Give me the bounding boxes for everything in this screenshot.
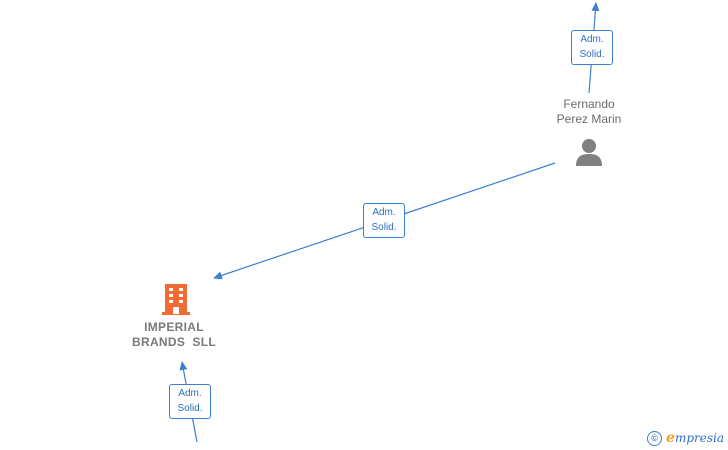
edge-label-middle: Adm. Solid. <box>363 203 405 238</box>
company-name-line1: IMPERIAL <box>144 320 204 334</box>
edge-label-bottom-line2: Solid. <box>177 403 203 414</box>
edge-label-top-line2: Solid. <box>579 49 605 60</box>
edge-label-top-line1: Adm. <box>580 34 604 45</box>
brand-initial: e <box>666 430 675 446</box>
watermark: © empresia <box>647 430 724 446</box>
brand-logo: empresia <box>666 430 724 446</box>
edge-label-middle-line2: Solid. <box>371 222 397 233</box>
person-icon <box>576 139 602 166</box>
copyright-icon: © <box>647 430 663 446</box>
person-name-line2: Perez Marin <box>556 112 622 126</box>
company-name-line2: BRANDS SLL <box>132 335 216 349</box>
edge-label-bottom-line1: Adm. <box>178 388 202 399</box>
edge-label-top: Adm. Solid. <box>571 30 613 65</box>
edge-label-bottom: Adm. Solid. <box>169 384 211 419</box>
building-icon <box>162 284 190 315</box>
person-name-line1: Fernando <box>563 97 615 111</box>
edge-label-middle-line1: Adm. <box>372 207 396 218</box>
company-node-name: IMPERIAL BRANDS SLL <box>119 320 229 350</box>
brand-name: mpresia <box>674 431 724 445</box>
person-node-name: Fernando Perez Marin <box>544 97 634 127</box>
